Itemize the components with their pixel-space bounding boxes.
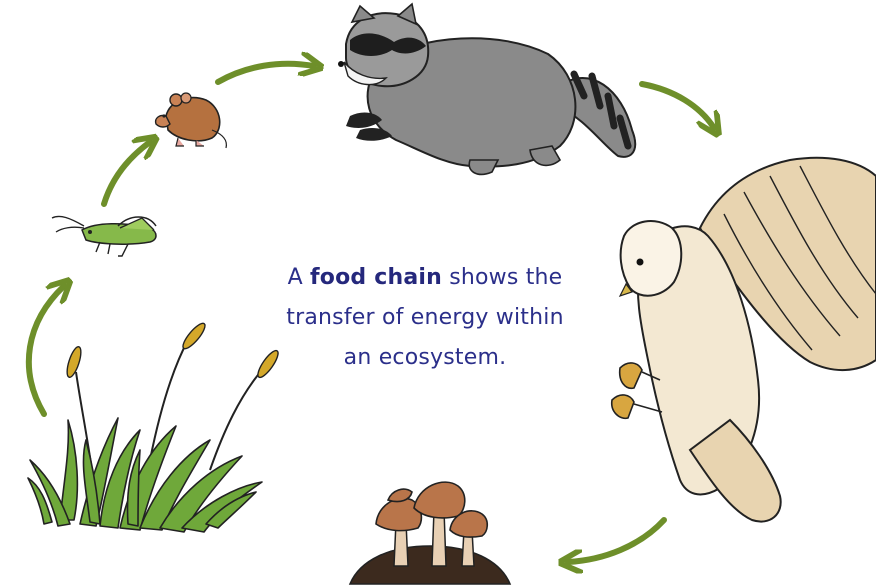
caption-prefix: A — [288, 265, 310, 290]
arrow-mouse-to-raccoon — [218, 64, 314, 82]
arrow-grasshopper-to-mouse — [104, 142, 150, 204]
caption-line-3: an ecosystem. — [230, 338, 620, 378]
arrow-owl-to-mushrooms — [568, 520, 664, 562]
caption-line-1: A food chain shows the — [230, 258, 620, 298]
grasshopper-icon — [52, 216, 156, 256]
food-chain-caption: A food chain shows the transfer of energ… — [230, 258, 620, 378]
caption-line-2: transfer of energy within — [230, 298, 620, 338]
mushroom-icon — [350, 482, 510, 584]
caption-line-1-rest: shows the — [442, 265, 562, 290]
arrow-grass-to-grasshopper — [29, 286, 64, 414]
mouse-icon — [156, 93, 227, 148]
raccoon-icon — [338, 4, 635, 174]
owl-icon — [612, 158, 876, 522]
arrow-raccoon-to-owl — [642, 84, 714, 128]
caption-term: food chain — [310, 265, 442, 290]
